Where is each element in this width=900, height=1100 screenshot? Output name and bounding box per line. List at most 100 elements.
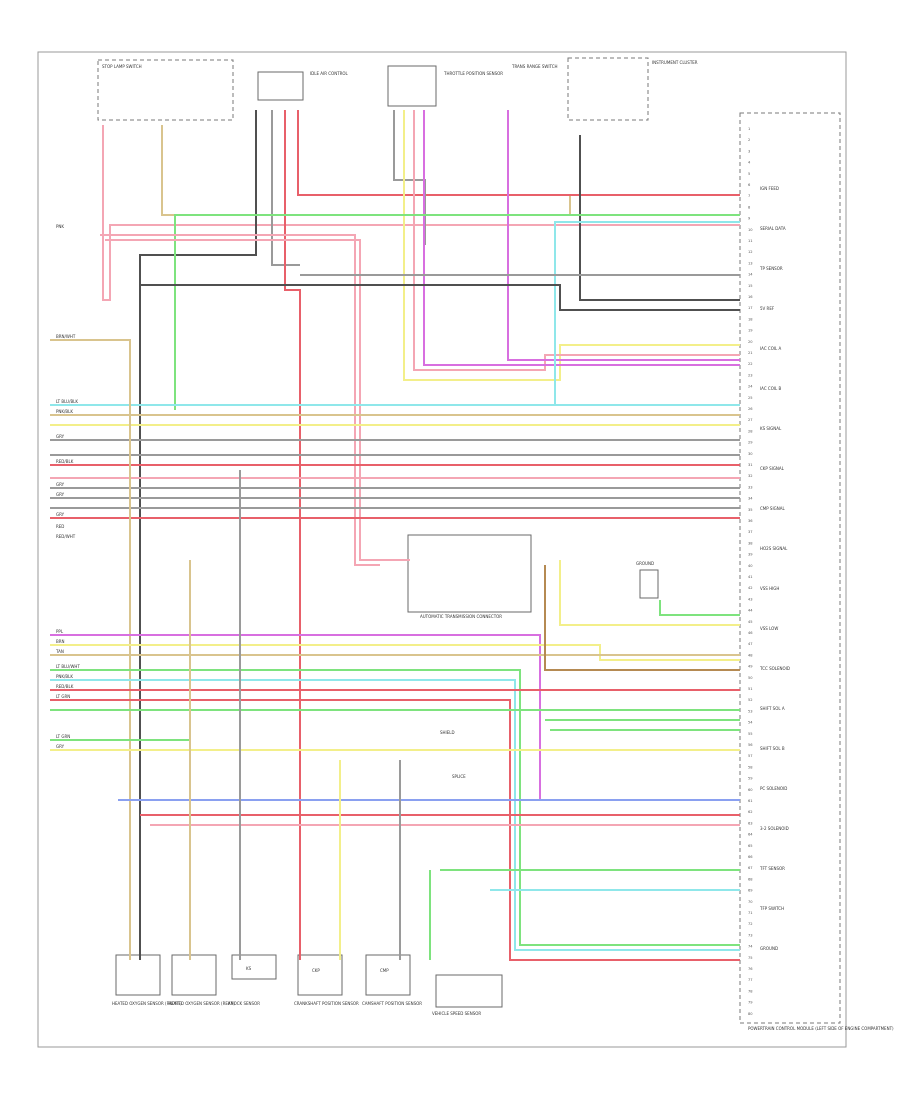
left-wire-label: BRN/WHT xyxy=(56,334,76,339)
svg-text:IDLE AIR CONTROL: IDLE AIR CONTROL xyxy=(310,71,349,76)
wire-18 xyxy=(140,284,740,311)
pcm-pin-number: 72 xyxy=(748,922,753,926)
pcm-pin-number: 3 xyxy=(748,149,750,153)
left-wire-label: PPL xyxy=(56,629,64,634)
svg-text:VEHICLE SPEED SENSOR: VEHICLE SPEED SENSOR xyxy=(432,1011,481,1016)
left-wire-label: TAN xyxy=(55,649,64,654)
pcm-pin-label: HO2S SIGNAL xyxy=(760,546,788,551)
pcm-pin-number: 27 xyxy=(748,418,753,422)
svg-text:CRANKSHAFT POSITION SENSOR: CRANKSHAFT POSITION SENSOR xyxy=(294,1001,359,1006)
pcm-pin-number: 80 xyxy=(748,1012,753,1016)
throttle-position-sensor: THROTTLE POSITION SENSOR xyxy=(387,65,503,107)
wire-46 xyxy=(544,565,740,671)
pcm-pin-number: 14 xyxy=(748,273,753,277)
left-wire-label: RED/BLK xyxy=(56,684,74,689)
pcm-pin-number: 22 xyxy=(748,362,753,366)
diagram-frame xyxy=(37,51,847,1048)
sensor-ho2s-front: HEATED OXYGEN SENSOR (FRONT) xyxy=(112,954,182,1006)
wire-8 xyxy=(403,110,740,381)
pcm-pin-number: 36 xyxy=(748,519,753,523)
sensor-camshaft: CMP CAMSHAFT POSITION SENSOR xyxy=(362,954,422,1006)
pcm-pin-number: 23 xyxy=(748,373,753,377)
left-wire-label: GRY xyxy=(56,492,65,497)
wire-30 xyxy=(50,339,131,960)
left-wire-label: BRN xyxy=(56,639,65,644)
pcm-pin-number: 73 xyxy=(748,933,753,937)
pcm-pin-label: KS SIGNAL xyxy=(760,426,782,431)
wire-37 xyxy=(50,699,740,961)
pcm-pin-label: 3-2 SOLENOID xyxy=(760,826,789,831)
pcm-pin-number: 28 xyxy=(748,429,753,433)
left-wire-label: RED/WHT xyxy=(56,534,76,539)
pcm-pin-number: 58 xyxy=(748,765,753,769)
sensor-knock: KS KNOCK SENSOR xyxy=(228,954,277,1006)
wire-32 xyxy=(50,644,740,661)
pcm-pin-label: SHIFT SOL A xyxy=(760,706,785,711)
svg-text:STOP LAMP SWITCH: STOP LAMP SWITCH xyxy=(102,64,142,69)
pcm-pin-number: 29 xyxy=(748,441,753,445)
svg-text:POWERTRAIN CONTROL MODULE (LEF: POWERTRAIN CONTROL MODULE (LEFT SIDE OF … xyxy=(748,1026,894,1031)
pcm-pin-number: 8 xyxy=(748,205,751,209)
pcm-pin-number: 48 xyxy=(748,653,753,657)
svg-text:THROTTLE POSITION SENSOR: THROTTLE POSITION SENSOR xyxy=(443,71,503,76)
pcm-pin-number: 59 xyxy=(748,777,753,781)
pcm-pin-number: 26 xyxy=(748,407,753,411)
pcm-pin-number: 9 xyxy=(748,217,751,221)
pcm-pin-label: VSS LOW xyxy=(760,626,778,631)
pcm-pin-number: 66 xyxy=(748,855,753,859)
pcm-pin-number: 47 xyxy=(748,642,753,646)
pcm-pin-number: 54 xyxy=(748,721,753,725)
pcm-pin-label: CMP SIGNAL xyxy=(760,506,785,511)
pcm-pin-number: 46 xyxy=(748,631,753,635)
left-wire-label: LT GRN xyxy=(56,734,70,739)
pcm-pin-label: GROUND xyxy=(760,946,778,951)
svg-text:KNOCK SENSOR: KNOCK SENSOR xyxy=(228,1001,260,1006)
instrument-cluster: INSTRUMENT CLUSTER xyxy=(567,57,698,121)
pcm-pin-number: 10 xyxy=(748,228,753,232)
wire-4 xyxy=(271,110,300,266)
pcm-pin-number: 20 xyxy=(748,340,753,344)
pcm-pin-label: VSS HIGH xyxy=(760,586,779,591)
pcm-pin-number: 13 xyxy=(748,261,753,265)
svg-text:HEATED OXYGEN SENSOR (REAR): HEATED OXYGEN SENSOR (REAR) xyxy=(168,1001,235,1006)
pcm-pin-number: 52 xyxy=(748,698,753,702)
pcm-pin-number: 56 xyxy=(748,743,753,747)
pcm-pin-number: 64 xyxy=(748,833,753,837)
wire-44 xyxy=(559,560,740,626)
wire-34 xyxy=(50,669,740,946)
wire-39 xyxy=(50,739,191,960)
pcm-pin-number: 30 xyxy=(748,452,753,456)
pcm-pin-number: 43 xyxy=(748,597,753,601)
pcm-pin-number: 65 xyxy=(748,844,753,848)
pcm-pin-number: 31 xyxy=(748,463,753,467)
pcm-pin-number: 75 xyxy=(748,956,753,960)
pcm-pin-number: 62 xyxy=(748,810,753,814)
pcm-pin-number: 79 xyxy=(748,1001,753,1005)
svg-text:CKP: CKP xyxy=(312,968,320,973)
pcm-pin-label: TFP SWITCH xyxy=(759,906,784,911)
pcm-pin-label: TCC SOLENOID xyxy=(759,666,790,671)
pcm-pin-number: 55 xyxy=(748,732,753,736)
pcm-pin-number: 77 xyxy=(748,978,753,982)
pcm-pin-number: 34 xyxy=(748,497,753,501)
pcm-pin-number: 50 xyxy=(748,676,753,680)
pcm-pin-number: 70 xyxy=(748,900,753,904)
left-wire-label: RED/BLK xyxy=(56,459,74,464)
pcm-pin-number: 76 xyxy=(748,967,753,971)
pcm-pin-number: 53 xyxy=(748,709,753,713)
pcm-pin-number: 61 xyxy=(748,799,753,803)
wire-16 xyxy=(105,239,410,561)
pcm-pin-number: 57 xyxy=(748,754,753,758)
wire-15 xyxy=(100,234,380,566)
pcm-pin-number: 24 xyxy=(748,385,753,389)
left-wire-label: LT BLU/BLK xyxy=(56,399,78,404)
pcm-pin-number: 45 xyxy=(748,620,753,624)
wire-14 xyxy=(554,221,740,405)
left-wire-label: GRY xyxy=(56,482,65,487)
pcm-pin-number: 63 xyxy=(748,821,753,825)
left-wire-label: GRY xyxy=(56,744,65,749)
pcm-pin-number: 68 xyxy=(748,877,753,881)
pcm-pin-number: 7 xyxy=(748,194,750,198)
wire-2 xyxy=(161,125,740,216)
idle-air-control: IDLE AIR CONTROL xyxy=(257,71,349,101)
